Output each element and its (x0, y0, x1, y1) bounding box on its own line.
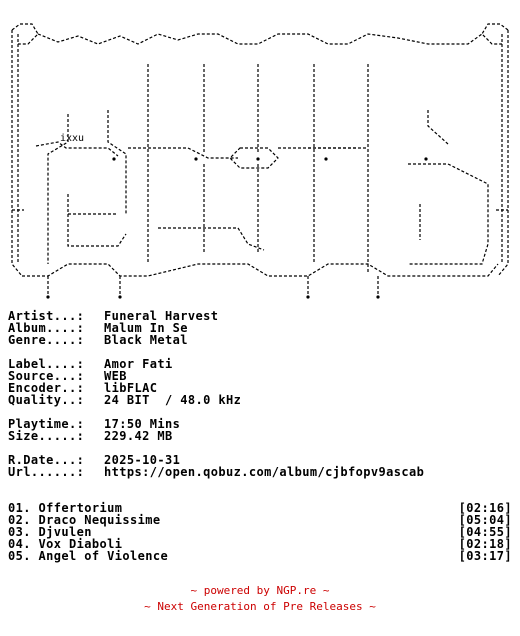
list-item: 04. Vox Diaboli [02:18] (8, 538, 512, 550)
track-duration: [04:55] (458, 525, 512, 539)
info-row-genre: Genre....: Black Metal (8, 334, 512, 346)
track-title: 04. Vox Diaboli (8, 537, 123, 551)
tracklist: 01. Offertorium [02:16] 02. Draco Nequis… (8, 502, 512, 562)
size-value: 229.42 MB (104, 429, 173, 443)
info-row-url: Url......: https://open.qobuz.com/album/… (8, 466, 512, 478)
track-duration: [03:17] (458, 549, 512, 563)
label-label: Label....: (8, 357, 85, 371)
source-label: Source...: (8, 369, 85, 383)
nfo-info-block: Artist...: Funeral Harvest Album....: Ma… (8, 310, 512, 562)
info-row-rdate: R.Date...: 2025-10-31 (8, 454, 512, 466)
size-label: Size.....: (8, 429, 85, 443)
list-item: 03. Djvulen [04:55] (8, 526, 512, 538)
source-value: WEB (104, 369, 127, 383)
art-top-wave (37, 33, 483, 45)
info-row-label: Label....: Amor Fati (8, 358, 512, 370)
genre-value: Black Metal (104, 333, 188, 347)
art-letter-d (408, 110, 489, 265)
rdate-label: R.Date...: (8, 453, 85, 467)
artist-value: Funeral Harvest (104, 309, 219, 323)
footer-powered-by: ~ powered by NGP.re ~ (190, 584, 330, 597)
encoder-label: Encoder..: (8, 381, 85, 395)
track-duration: [02:18] (458, 537, 512, 551)
rdate-value: 2025-10-31 (104, 453, 181, 467)
url-label: Url......: (8, 465, 85, 479)
encoder-value: libFLAC (104, 381, 158, 395)
art-bottom-wave (22, 263, 499, 277)
art-right-frame (497, 30, 509, 277)
art-letter-u (147, 64, 265, 264)
track-title: 01. Offertorium (8, 501, 123, 515)
track-duration: [05:04] (458, 513, 512, 527)
art-letter-g (47, 110, 127, 264)
url-value: https://open.qobuz.com/album/cjbfopv9asc… (104, 465, 425, 479)
info-row-album: Album....: Malum In Se (8, 322, 512, 334)
list-item: 02. Draco Nequissime [05:04] (8, 514, 512, 526)
playtime-value: 17:50 Mins (104, 417, 181, 431)
playtime-label: Playtime.: (8, 417, 85, 431)
track-title: 03. Djvulen (8, 525, 92, 539)
info-row-source: Source...: WEB (8, 370, 512, 382)
info-row-quality: Quality..: 24 BIT / 48.0 kHz (8, 394, 512, 406)
info-row-playtime: Playtime.: 17:50 Mins (8, 418, 512, 430)
info-row-artist: Artist...: Funeral Harvest (8, 310, 512, 322)
genre-label: Genre....: (8, 333, 85, 347)
track-duration: [02:16] (458, 501, 512, 515)
album-value: Malum In Se (104, 321, 188, 335)
list-item: 01. Offertorium [02:16] (8, 502, 512, 514)
art-inner-text: ixxu (60, 133, 84, 144)
track-title: 02. Draco Nequissime (8, 513, 161, 527)
track-title: 05. Angel of Violence (8, 549, 169, 563)
label-value: Amor Fati (104, 357, 173, 371)
art-letter-l (308, 64, 369, 274)
quality-label: Quality..: (8, 393, 85, 407)
footer-tagline: ~ Next Generation of Pre Releases ~ (144, 600, 376, 613)
list-item: 05. Angel of Violence [03:17] (8, 550, 512, 562)
art-letter-i (229, 64, 279, 254)
artist-label: Artist...: (8, 309, 85, 323)
album-label: Album....: (8, 321, 85, 335)
quality-value: 24 BIT / 48.0 kHz (104, 393, 242, 407)
info-row-size: Size.....: 229.42 MB (8, 430, 512, 442)
art-left-frame (11, 30, 23, 277)
ascii-art-logo: ixxu (11, 23, 509, 299)
info-row-encoder: Encoder..: libFLAC (8, 382, 512, 394)
